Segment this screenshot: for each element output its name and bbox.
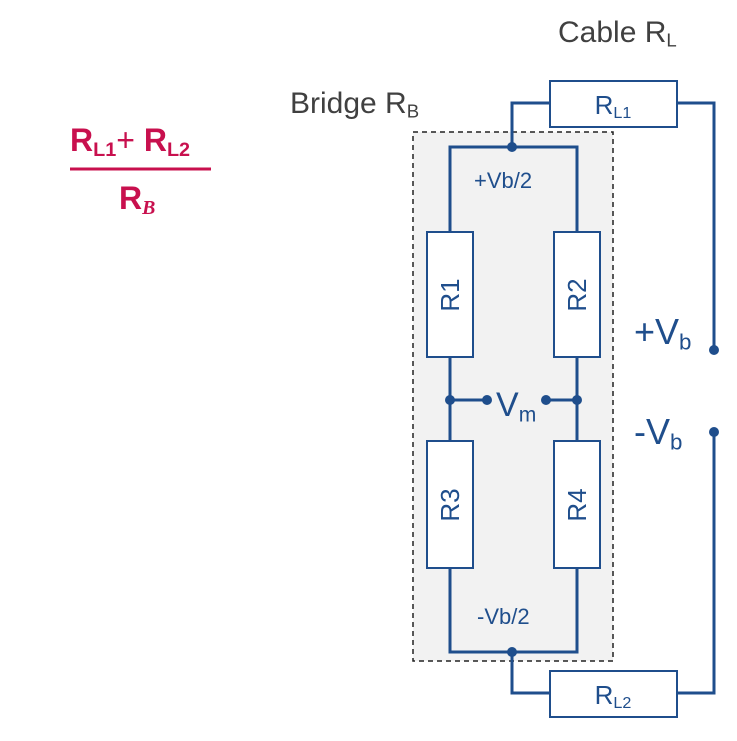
cable-top-wire-right — [677, 101, 716, 350]
vplus-label: +Vb — [634, 311, 692, 355]
vminus-label: -Vb — [634, 411, 683, 455]
terminal-vminus — [709, 427, 719, 437]
junction-dot — [445, 395, 455, 405]
resistor-r2 — [553, 231, 601, 358]
r2-label: R2 — [562, 278, 592, 312]
r3-label: R3 — [435, 488, 465, 522]
bridge-label: Bridge RB — [290, 87, 420, 122]
vm-label: Vm — [496, 386, 537, 427]
formula-denominator: RB — [119, 180, 156, 219]
cable-label: Cable RL — [558, 16, 677, 51]
cable-top-wire-left — [510, 101, 550, 147]
rl1-label: RL1 — [594, 90, 632, 123]
resistor-r3 — [426, 440, 474, 569]
rl2-label: RL2 — [594, 680, 632, 713]
resistor-rl2 — [549, 670, 678, 718]
junction-dot — [507, 647, 517, 657]
bottom-node-label: -Vb/2 — [477, 604, 530, 629]
junction-dot — [572, 395, 582, 405]
cable-bottom-wire-right — [677, 432, 716, 695]
top-node-label: +Vb/2 — [474, 168, 533, 193]
resistor-r4 — [553, 440, 601, 569]
r4-label: R4 — [562, 488, 592, 522]
junction-dot — [507, 142, 517, 152]
r1-label: R1 — [435, 278, 465, 312]
terminal-vplus — [709, 345, 719, 355]
terminal-dot — [541, 395, 551, 405]
cable-bottom-wire-left — [510, 652, 550, 695]
resistor-r1 — [426, 231, 474, 358]
resistor-rl1 — [549, 80, 678, 128]
formula-numerator: RL1+ RL2 — [70, 122, 191, 161]
terminal-dot — [482, 395, 492, 405]
